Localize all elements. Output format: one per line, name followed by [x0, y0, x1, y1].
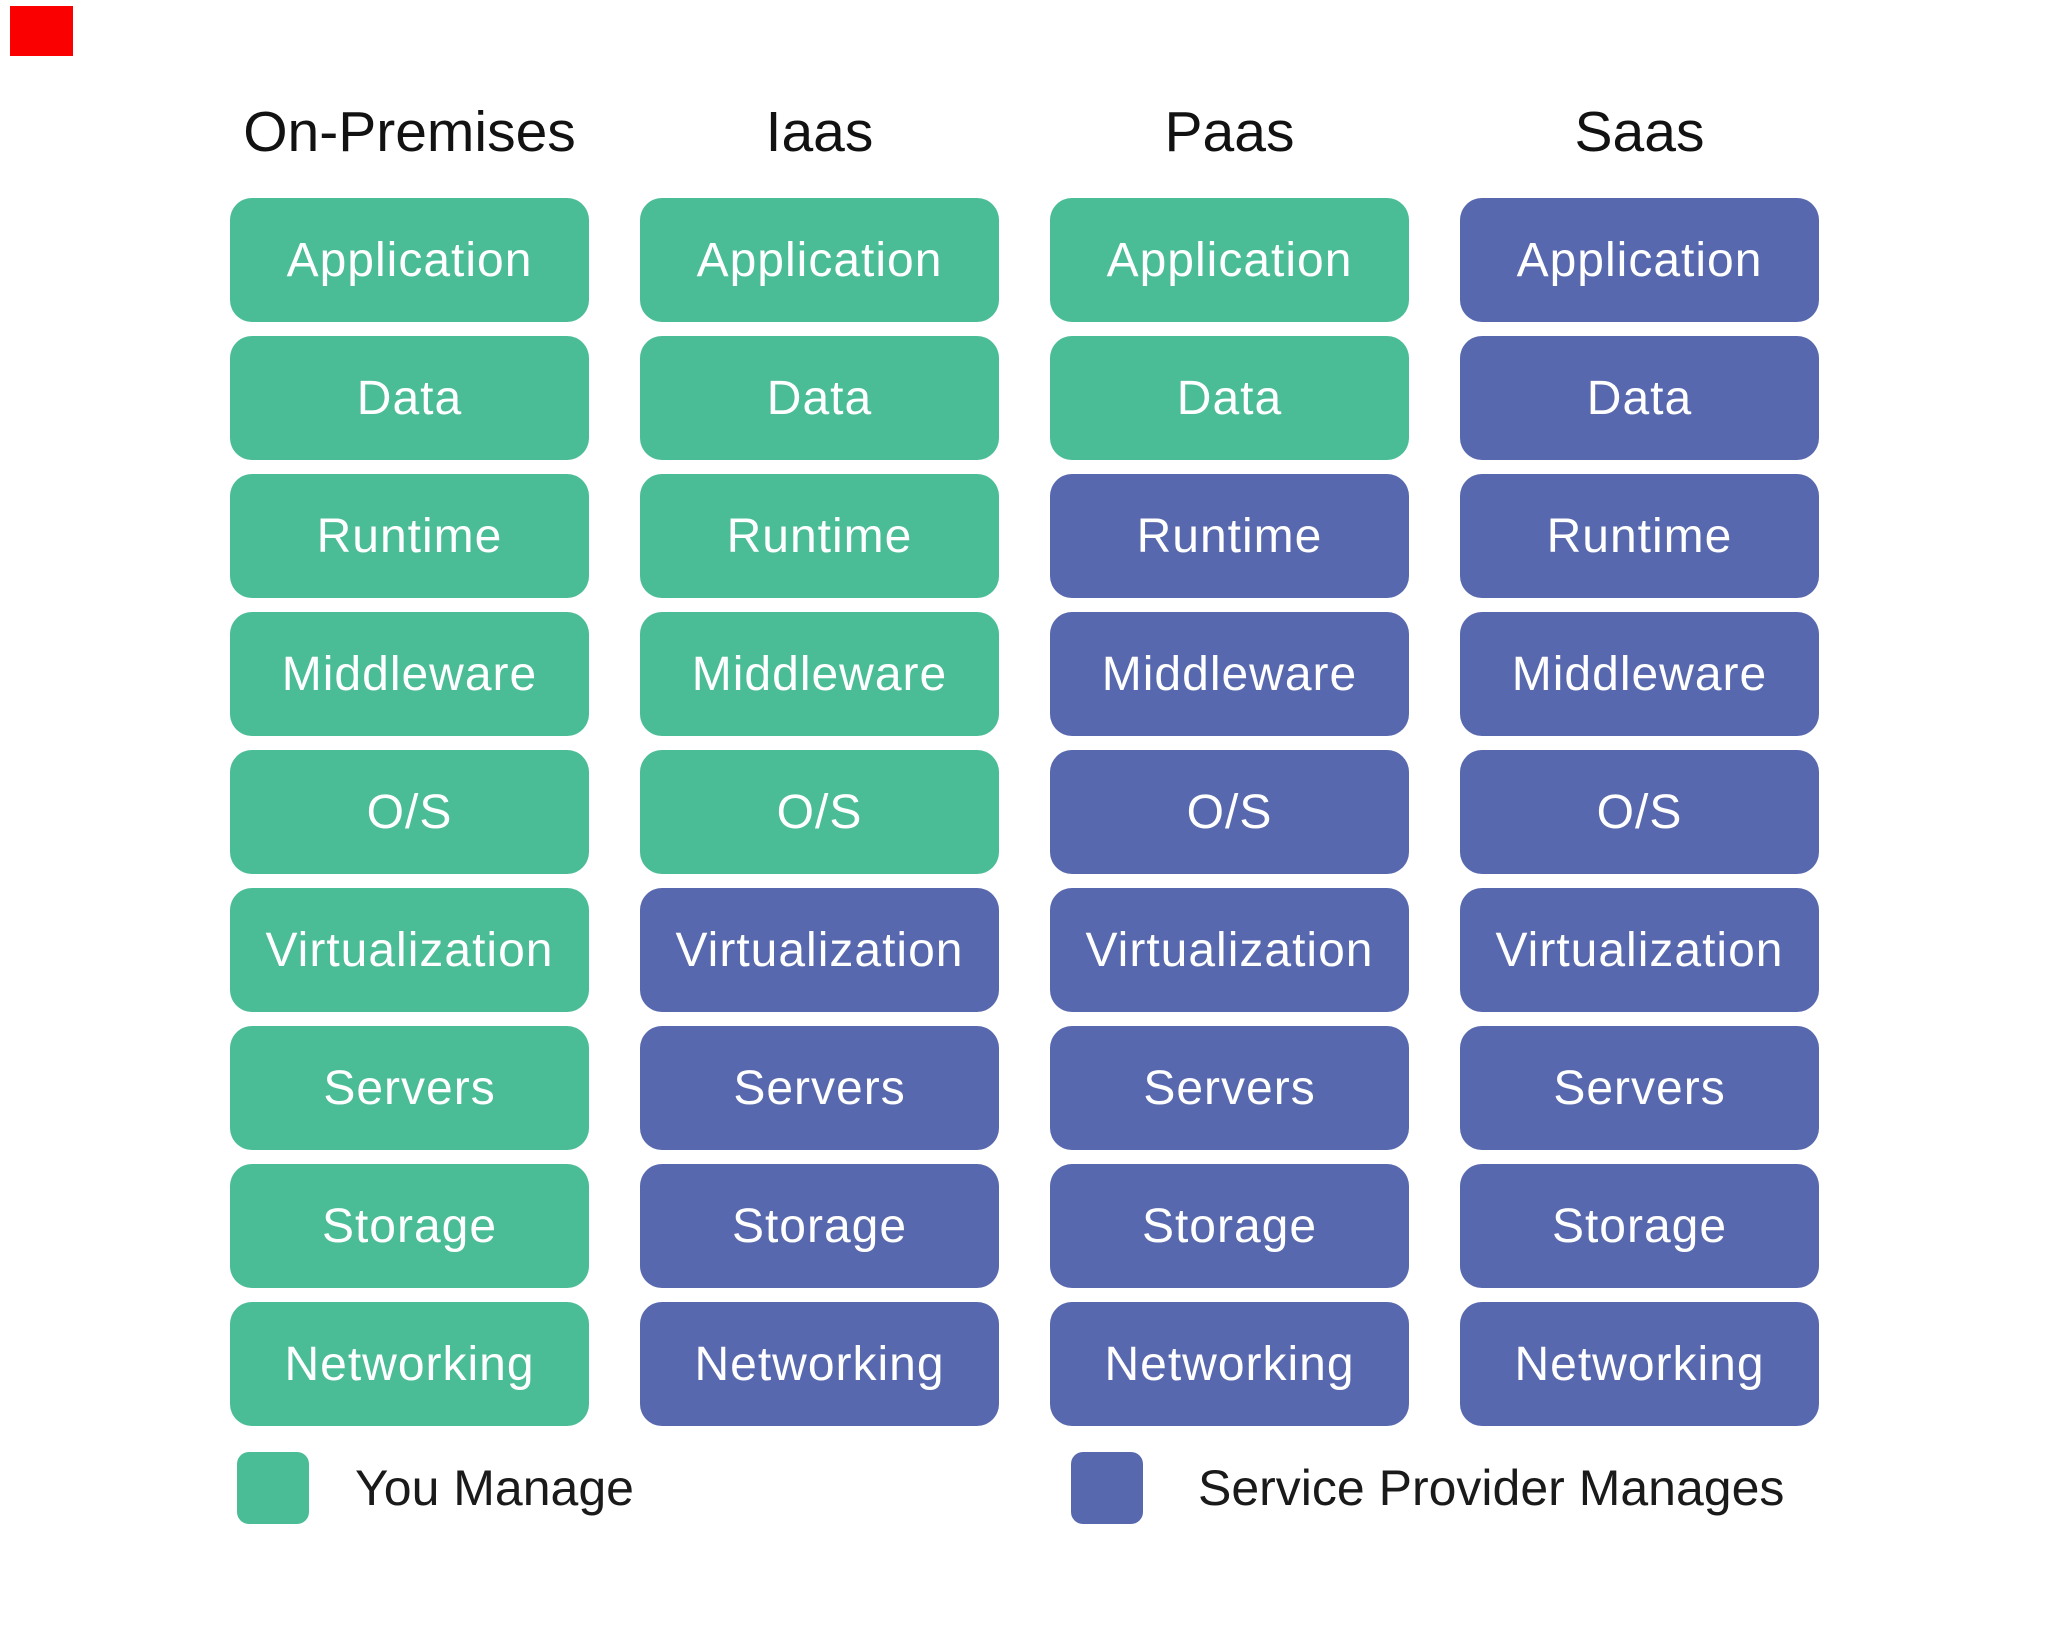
layer-cell-saas-middleware: Middleware — [1460, 612, 1819, 736]
you-manage-label: You Manage — [355, 1460, 634, 1516]
layer-cell-paas-os: O/S — [1050, 750, 1409, 874]
layer-cell-paas-virtualization: Virtualization — [1050, 888, 1409, 1012]
layer-cell-onprem-storage: Storage — [230, 1164, 589, 1288]
layer-cell-saas-data: Data — [1460, 336, 1819, 460]
layer-cell-onprem-runtime: Runtime — [230, 474, 589, 598]
column-header-on-premises: On-Premises — [243, 100, 576, 164]
column-paas: Paas Application Data Runtime Middleware… — [1050, 100, 1409, 1440]
layer-cell-saas-storage: Storage — [1460, 1164, 1819, 1288]
layer-cell-onprem-middleware: Middleware — [230, 612, 589, 736]
legend: You Manage Service Provider Manages — [0, 1452, 2048, 1524]
layer-cell-paas-data: Data — [1050, 336, 1409, 460]
layer-cell-iaas-servers: Servers — [640, 1026, 999, 1150]
layer-cell-iaas-os: O/S — [640, 750, 999, 874]
layer-cell-iaas-storage: Storage — [640, 1164, 999, 1288]
layer-cell-saas-application: Application — [1460, 198, 1819, 322]
layer-cell-paas-middleware: Middleware — [1050, 612, 1409, 736]
layer-cell-onprem-servers: Servers — [230, 1026, 589, 1150]
layer-cell-saas-runtime: Runtime — [1460, 474, 1819, 598]
layer-cell-iaas-networking: Networking — [640, 1302, 999, 1426]
provider-manages-swatch — [1071, 1452, 1143, 1524]
column-on-premises: On-Premises Application Data Runtime Mid… — [230, 100, 589, 1440]
layer-cell-paas-servers: Servers — [1050, 1026, 1409, 1150]
column-iaas: Iaas Application Data Runtime Middleware… — [640, 100, 999, 1440]
provider-manages-label: Service Provider Manages — [1198, 1460, 1785, 1516]
layer-cell-saas-os: O/S — [1460, 750, 1819, 874]
column-header-paas: Paas — [1164, 100, 1295, 164]
layer-cell-iaas-middleware: Middleware — [640, 612, 999, 736]
layer-cell-iaas-application: Application — [640, 198, 999, 322]
layer-cell-saas-networking: Networking — [1460, 1302, 1819, 1426]
layer-cell-iaas-runtime: Runtime — [640, 474, 999, 598]
cloud-service-models-diagram: On-Premises Application Data Runtime Mid… — [230, 100, 1819, 1440]
column-header-iaas: Iaas — [765, 100, 874, 164]
layer-cell-iaas-virtualization: Virtualization — [640, 888, 999, 1012]
red-marker — [10, 6, 73, 56]
column-header-saas: Saas — [1574, 100, 1705, 164]
layer-cell-onprem-virtualization: Virtualization — [230, 888, 589, 1012]
layer-cell-paas-storage: Storage — [1050, 1164, 1409, 1288]
you-manage-swatch — [237, 1452, 309, 1524]
column-saas: Saas Application Data Runtime Middleware… — [1460, 100, 1819, 1440]
layer-cell-saas-virtualization: Virtualization — [1460, 888, 1819, 1012]
layer-cell-iaas-data: Data — [640, 336, 999, 460]
layer-cell-onprem-os: O/S — [230, 750, 589, 874]
layer-cell-paas-networking: Networking — [1050, 1302, 1409, 1426]
layer-cell-onprem-networking: Networking — [230, 1302, 589, 1426]
layer-cell-paas-runtime: Runtime — [1050, 474, 1409, 598]
layer-cell-paas-application: Application — [1050, 198, 1409, 322]
layer-cell-onprem-application: Application — [230, 198, 589, 322]
layer-cell-saas-servers: Servers — [1460, 1026, 1819, 1150]
layer-cell-onprem-data: Data — [230, 336, 589, 460]
